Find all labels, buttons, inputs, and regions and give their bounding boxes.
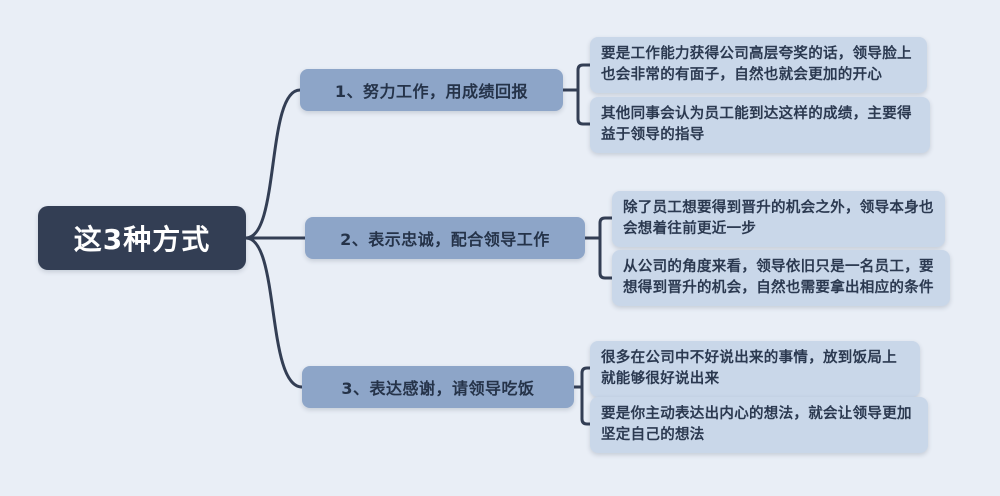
branch-node-3: 3、表达感谢，请领导吃饭 bbox=[302, 366, 574, 408]
leaf-node-1-2: 其他同事会认为员工能到达这样的成绩，主要得益于领导的指导 bbox=[590, 97, 930, 154]
leaf-node-3-2: 要是你主动表达出内心的想法，就会让领导更加坚定自己的想法 bbox=[590, 397, 928, 454]
leaf-node-2-2: 从公司的角度来看，领导依旧只是一名员工，要想得到晋升的机会，自然也需要拿出相应的… bbox=[612, 250, 950, 307]
branch-node-2-label: 2、表示忠诚，配合领导工作 bbox=[340, 230, 550, 249]
leaf-node-3-1: 很多在公司中不好说出来的事情，放到饭局上就能够很好说出来 bbox=[590, 341, 920, 398]
connector-branch1-bracket bbox=[576, 63, 592, 126]
branch-node-1-label: 1、努力工作，用成绩回报 bbox=[334, 82, 529, 101]
root-node: 这3种方式 bbox=[38, 206, 246, 270]
connector-branch2-bracket bbox=[598, 216, 614, 280]
leaf-node-2-1: 除了员工想要得到晋升的机会之外，领导本身也会想着往前更近一步 bbox=[612, 191, 945, 248]
branch-node-2: 2、表示忠诚，配合领导工作 bbox=[305, 217, 585, 259]
branch-node-1: 1、努力工作，用成绩回报 bbox=[300, 69, 563, 111]
leaf-node-1-1: 要是工作能力获得公司高层夸奖的话，领导脸上也会非常的有面子，自然也就会更加的开心 bbox=[590, 37, 927, 94]
root-node-label: 这3种方式 bbox=[73, 223, 211, 256]
connector-branch3-bracket bbox=[580, 366, 592, 426]
branch-node-3-label: 3、表达感谢，请领导吃饭 bbox=[341, 379, 535, 398]
connector-root-branch3 bbox=[244, 236, 304, 389]
connector-root-branch1 bbox=[244, 88, 302, 240]
